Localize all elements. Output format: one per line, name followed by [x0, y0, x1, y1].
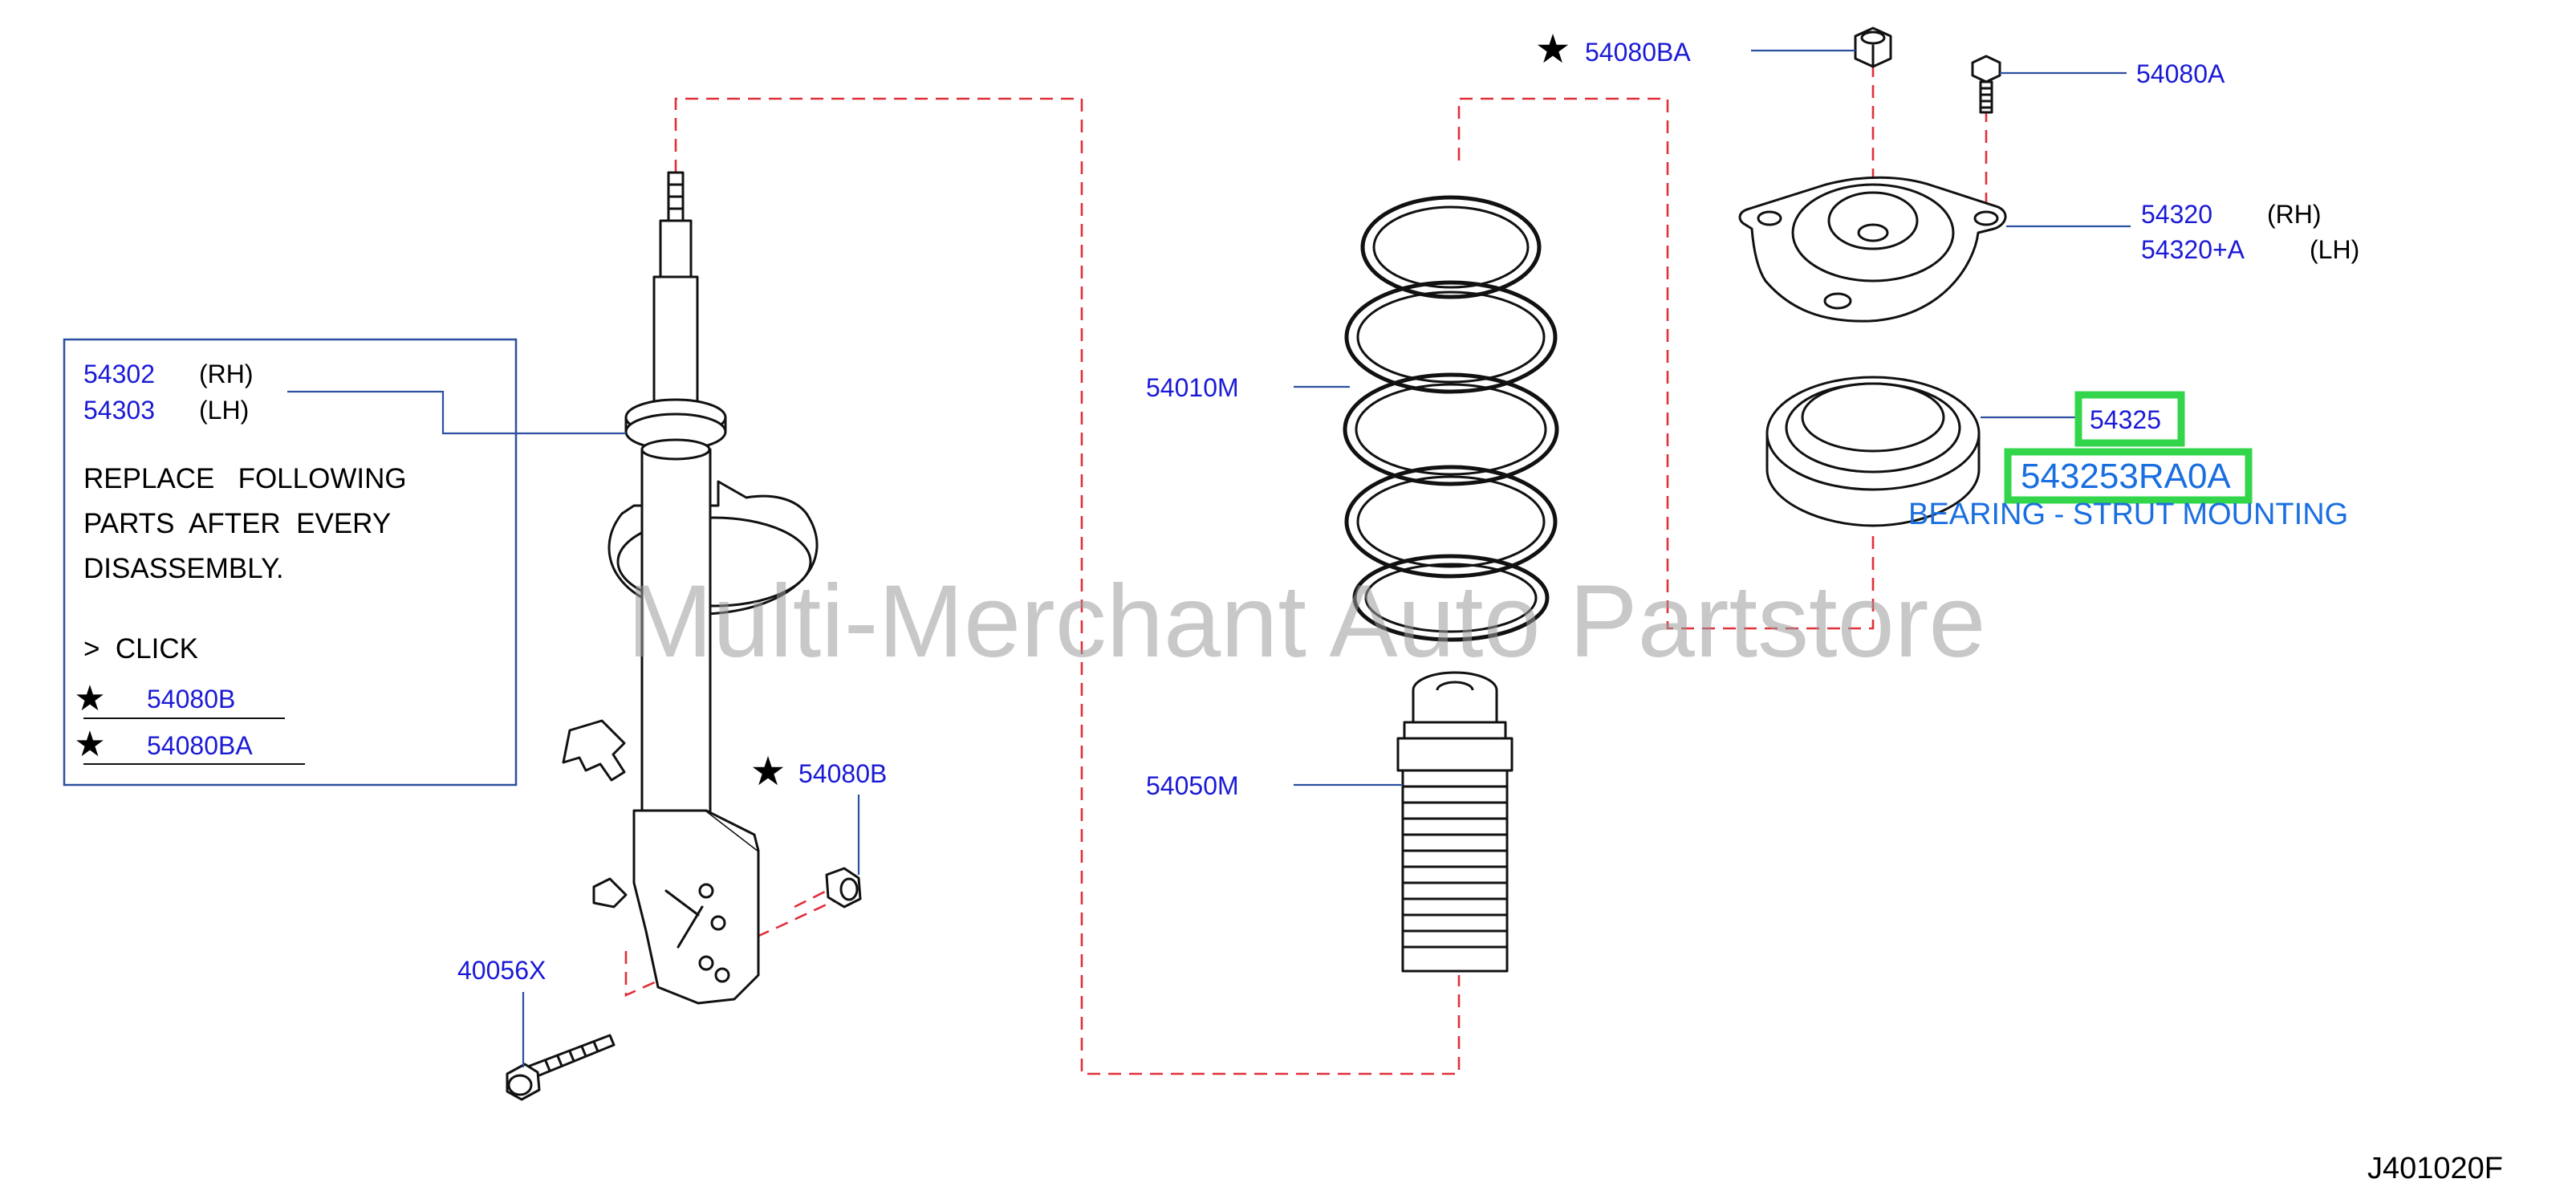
strut-bearing[interactable] — [1765, 376, 1981, 527]
note-side-rh: (RH) — [199, 360, 254, 388]
callout-strut-mount[interactable]: 54320 (RH) 54320+A (LH) — [2006, 200, 2359, 264]
note-link-54080b[interactable]: ★ 54080B — [74, 679, 285, 719]
nut-lower[interactable] — [825, 867, 862, 908]
part-label[interactable]: 54080B — [798, 759, 887, 788]
strut-assembly[interactable] — [562, 171, 819, 1005]
note-link-label[interactable]: 54080B — [147, 685, 235, 713]
bump-stop-boot[interactable] — [1396, 671, 1514, 973]
part-label-rh[interactable]: 54320 — [2141, 200, 2212, 229]
strut-mount[interactable] — [1738, 176, 2007, 323]
callout-bolt-top[interactable]: 54080A — [2000, 59, 2225, 88]
part-label[interactable]: 54080A — [2136, 59, 2225, 88]
note-line-1: REPLACE FOLLOWING — [83, 463, 407, 494]
note-box: 54302 (RH) 54303 (LH) REPLACE FOLLOWING … — [63, 338, 626, 787]
note-link-label[interactable]: 54080BA — [147, 731, 253, 760]
part-label[interactable]: 54010M — [1146, 373, 1239, 402]
part-label[interactable]: 54050M — [1146, 771, 1239, 800]
note-line-3: DISASSEMBLY. — [83, 553, 284, 584]
oem-part-number[interactable]: 543253RA0A — [2021, 457, 2231, 496]
watermark: Multi-Merchant Auto Partstore — [627, 564, 1985, 679]
callout-nut-top[interactable]: ★ 54080BA — [1535, 26, 1855, 71]
note-part-lh[interactable]: 54303 — [83, 396, 155, 425]
note-line-2: PARTS AFTER EVERY — [83, 508, 391, 539]
side-label-rh: (RH) — [2267, 200, 2322, 229]
diagram-code: J401020F — [2367, 1152, 2503, 1185]
part-highlight — [2074, 391, 2185, 447]
callout-bolt-lower[interactable]: 40056X — [457, 956, 546, 1067]
part-label[interactable]: 54325 — [2090, 405, 2161, 434]
star-icon: ★ — [750, 749, 786, 794]
part-description: BEARING - STRUT MOUNTING — [1908, 498, 2348, 531]
oem-highlight — [2004, 448, 2253, 504]
part-label-lh[interactable]: 54320+A — [2141, 235, 2245, 264]
note-part-rh[interactable]: 54302 — [83, 360, 155, 388]
note-link-54080ba[interactable]: ★ 54080BA — [74, 725, 305, 765]
bolt-lower[interactable] — [506, 1034, 616, 1101]
bolt-top[interactable] — [1971, 55, 2001, 114]
coil-spring[interactable] — [1343, 195, 1559, 642]
callout-bump-stop[interactable]: 54050M — [1146, 771, 1403, 800]
side-label-lh: (LH) — [2310, 235, 2359, 264]
callout-bearing[interactable]: 54325 543253RA0A BEARING - STRUT MOUNTIN… — [1908, 391, 2348, 531]
star-icon: ★ — [1535, 26, 1571, 71]
callout-spring[interactable]: 54010M — [1146, 373, 1350, 402]
star-icon: ★ — [74, 679, 105, 718]
star-icon: ★ — [74, 725, 105, 764]
callout-nut-lower[interactable]: ★ 54080B — [750, 749, 888, 875]
click-label: > CLICK — [83, 633, 198, 665]
part-label[interactable]: 40056X — [457, 956, 546, 985]
nut-top[interactable] — [1854, 26, 1892, 68]
note-side-lh: (LH) — [199, 396, 249, 425]
part-label[interactable]: 54080BA — [1585, 38, 1691, 67]
